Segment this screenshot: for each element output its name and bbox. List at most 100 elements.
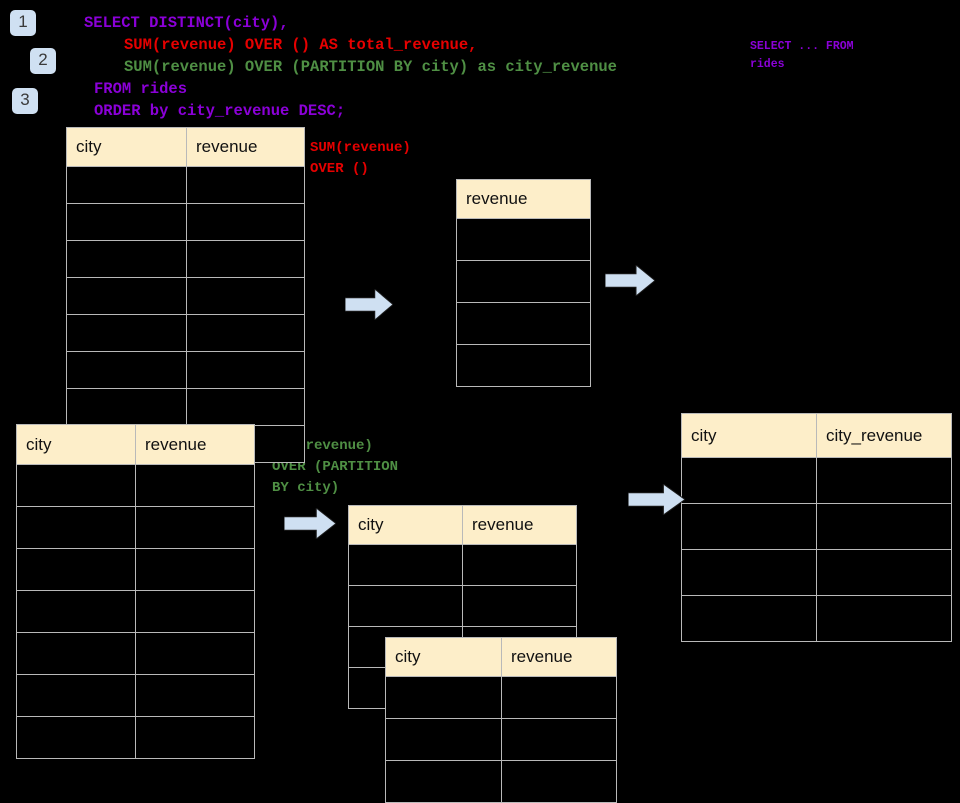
- arrow-source-to-total: [345, 289, 393, 320]
- table-cell: [186, 277, 305, 315]
- sql-line-1: SELECT DISTINCT(city),: [84, 14, 289, 32]
- total-revenue-table: revenue: [456, 179, 591, 387]
- table-row: [456, 260, 591, 303]
- table-cell: [816, 549, 952, 596]
- table-cell: [186, 388, 305, 426]
- table-cell: [135, 506, 255, 549]
- sql-line-2: SUM(revenue) OVER () AS total_revenue,: [124, 36, 478, 54]
- table-cell: [186, 166, 305, 204]
- table-cell: [135, 716, 255, 759]
- table-row: [681, 549, 952, 596]
- note-line-1: SELECT ... FROM: [750, 40, 854, 53]
- table-cell: [681, 503, 817, 550]
- annotation-line: SUM(revenue): [310, 140, 411, 156]
- table-cell: [816, 503, 952, 550]
- table-cell: [66, 314, 187, 352]
- column-header-revenue: revenue: [501, 637, 617, 677]
- table-cell: [501, 718, 617, 761]
- table-cell: [456, 218, 591, 261]
- annotation-line: OVER (): [310, 161, 369, 177]
- table-cell: [816, 457, 952, 504]
- note-line-2: rides: [750, 58, 785, 71]
- table-cell: [16, 590, 136, 633]
- column-header-city: city: [681, 413, 817, 458]
- step-badge-3: 3: [12, 88, 38, 114]
- table-cell: [462, 585, 577, 627]
- column-header-city_revenue: city_revenue: [816, 413, 952, 458]
- table-cell: [135, 674, 255, 717]
- select-from-rides-note: SELECT ... FROM rides: [750, 38, 854, 74]
- column-header-revenue: revenue: [186, 127, 305, 167]
- table-row: [16, 716, 255, 759]
- table-row: [348, 585, 577, 627]
- table-cell: [135, 590, 255, 633]
- table-cell: [16, 716, 136, 759]
- table-cell: [66, 351, 187, 389]
- table-row: [385, 718, 617, 761]
- table-row: [16, 464, 255, 507]
- table-row: [385, 676, 617, 719]
- column-header-city: city: [348, 505, 463, 545]
- table-cell: [16, 674, 136, 717]
- table-cell: [66, 388, 187, 426]
- table-cell: [385, 718, 502, 761]
- annotation-sum-over-empty: SUM(revenue) OVER (): [310, 138, 411, 180]
- sql-query-block: SELECT DISTINCT(city), SUM(revenue) OVER …: [84, 12, 617, 122]
- table-row: [16, 590, 255, 633]
- table-cell: [462, 544, 577, 586]
- table-cell: [16, 632, 136, 675]
- table-cell: [456, 260, 591, 303]
- table-cell: [186, 240, 305, 278]
- table-row: [16, 632, 255, 675]
- column-header-revenue: revenue: [135, 424, 255, 465]
- table-cell: [456, 302, 591, 345]
- table-cell: [385, 760, 502, 803]
- table-cell: [135, 548, 255, 591]
- table-cell: [135, 632, 255, 675]
- table-cell: [501, 676, 617, 719]
- annotation-line: OVER (PARTITION: [272, 459, 399, 475]
- table-row: [348, 544, 577, 586]
- table-cell: [16, 548, 136, 591]
- table-cell: [816, 595, 952, 642]
- table-cell: [456, 344, 591, 387]
- table-cell: [16, 464, 136, 507]
- table-cell: [348, 585, 463, 627]
- table-row: [66, 203, 305, 241]
- table-cell: [186, 314, 305, 352]
- table-cell: [681, 595, 817, 642]
- table-cell: [66, 166, 187, 204]
- table-row: [16, 674, 255, 717]
- diagram-canvas: 1 2 3 SELECT DISTINCT(city), SUM(revenue) OV…: [10, 10, 952, 803]
- table-row: [681, 457, 952, 504]
- table-cell: [501, 760, 617, 803]
- column-header-city: city: [16, 424, 136, 465]
- table-row: [681, 595, 952, 642]
- step-badge-2: 2: [30, 48, 56, 74]
- table-row: [66, 388, 305, 426]
- table-row: [385, 760, 617, 803]
- sql-line-5: ORDER by city_revenue DESC;: [94, 102, 346, 120]
- table-cell: [681, 549, 817, 596]
- table-cell: [186, 203, 305, 241]
- arrow-group-to-final: [628, 484, 685, 515]
- sql-line-4: FROM rides: [94, 80, 188, 98]
- table-row: [66, 240, 305, 278]
- table-cell: [348, 544, 463, 586]
- table-row: [456, 344, 591, 387]
- table-row: [16, 506, 255, 549]
- step-badge-1: 1: [10, 10, 36, 36]
- table-cell: [66, 240, 187, 278]
- table-cell: [385, 676, 502, 719]
- column-header-city: city: [385, 637, 502, 677]
- table-row: [66, 277, 305, 315]
- table-cell: [66, 203, 187, 241]
